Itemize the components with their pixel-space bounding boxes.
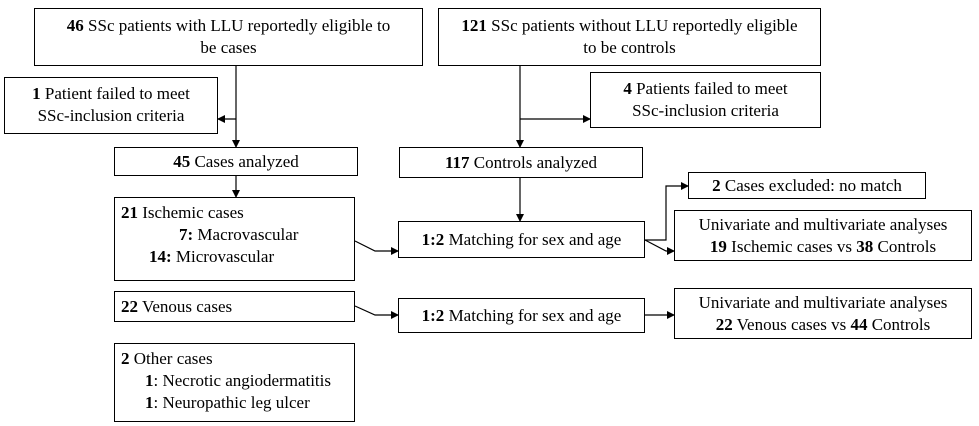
necrotic-angiodermatitis-line: 1: Necrotic angiodermatitis — [145, 371, 331, 390]
analysis-ischemic-comparison: 19 Ischemic cases vs 38 Controls — [709, 237, 937, 256]
other-cases-line: 2 Other cases — [121, 349, 213, 368]
matching-ischemic-label: Matching for sex and age — [444, 230, 622, 249]
cases-analyzed-box: 45 Cases analyzed — [114, 147, 358, 176]
macrovascular-count: 7: — [179, 225, 194, 244]
arrow-venous-to-matching — [354, 305, 399, 319]
matching-venous-ratio: 1:2 — [421, 306, 445, 325]
analysis-venous-comparison: 22 Venous cases vs 44 Controls — [715, 315, 931, 334]
excluded-controls-count: 4 — [623, 79, 632, 98]
eligible-cases-line2: be cases — [200, 38, 257, 57]
venous-cases-count: 22 — [121, 297, 138, 316]
excluded-controls-box: 4 Patients failed to meet SSc-inclusion … — [590, 72, 821, 128]
other-cases-count: 2 — [121, 349, 130, 368]
necrotic-angiodermatitis-count: 1 — [145, 371, 154, 390]
excluded-controls-line2: SSc-inclusion criteria — [632, 101, 779, 120]
neuropathic-leg-ulcer-line: 1: Neuropathic leg ulcer — [145, 393, 310, 412]
ischemic-cases-count: 21 — [121, 203, 138, 222]
eligible-controls-count: 121 — [461, 16, 487, 35]
ischemic-cases-line: 21 Ischemic cases — [121, 203, 244, 222]
no-match-label: Cases excluded: no match — [720, 176, 902, 195]
analysis-venous-title: Univariate and multivariate analyses — [698, 293, 948, 312]
eligible-controls-line1: 121 SSc patients without LLU reportedly … — [461, 16, 798, 35]
no-match-box: 2 Cases excluded: no match — [688, 172, 926, 199]
arrow-matching-to-analysis-ischemic — [644, 239, 675, 255]
microvascular-line: 14: Microvascular — [149, 247, 275, 266]
analysis-ischemic-cases-count: 19 — [709, 237, 727, 256]
eligible-cases-box: 46 SSc patients with LLU reportedly elig… — [34, 8, 423, 66]
excluded-controls-line1: 4 Patients failed to meet — [623, 79, 788, 98]
no-match-count: 2 — [712, 176, 721, 195]
matching-venous-label: Matching for sex and age — [444, 306, 622, 325]
cases-analyzed-count: 45 — [173, 152, 191, 171]
analysis-ischemic-box: Univariate and multivariate analyses 19 … — [674, 210, 972, 261]
ischemic-cases-box: 21 Ischemic cases 7: Macrovascular 14: M… — [114, 197, 355, 281]
analysis-venous-box: Univariate and multivariate analyses 22 … — [674, 288, 972, 339]
excluded-case-box: 1 Patient failed to meet SSc-inclusion c… — [4, 77, 218, 134]
analysis-venous-cases-count: 22 — [715, 315, 733, 334]
analysis-ischemic-title: Univariate and multivariate analyses — [698, 215, 948, 234]
matching-ischemic-ratio: 1:2 — [421, 230, 445, 249]
analysis-venous-controls-count: 44 — [850, 315, 868, 334]
eligible-cases-line1: 46 SSc patients with LLU reportedly elig… — [66, 16, 391, 35]
other-cases-box: 2 Other cases 1: Necrotic angiodermatiti… — [114, 343, 355, 422]
excluded-case-line2: SSc-inclusion criteria — [37, 106, 185, 125]
excluded-case-count: 1 — [32, 84, 41, 103]
matching-ischemic-box: 1:2 Matching for sex and age — [398, 221, 645, 258]
arrow-ischemic-to-matching — [354, 240, 399, 255]
neuropathic-leg-ulcer-count: 1 — [145, 393, 154, 412]
controls-analyzed-box: 117 Controls analyzed — [399, 147, 643, 178]
controls-analyzed-label: Controls analyzed — [469, 153, 598, 172]
controls-analyzed-count: 117 — [444, 153, 470, 172]
excluded-case-line1: 1 Patient failed to meet — [32, 84, 190, 103]
matching-venous-box: 1:2 Matching for sex and age — [398, 298, 645, 333]
eligible-controls-box: 121 SSc patients without LLU reportedly … — [438, 8, 821, 66]
microvascular-count: 14: — [149, 247, 172, 266]
eligible-cases-count: 46 — [66, 16, 84, 35]
analysis-ischemic-controls-count: 38 — [856, 237, 874, 256]
venous-cases-label: Venous cases — [138, 297, 233, 316]
eligible-controls-line2: to be controls — [583, 38, 676, 57]
cases-analyzed-label: Cases analyzed — [190, 152, 299, 171]
macrovascular-line: 7: Macrovascular — [179, 225, 299, 244]
venous-cases-box: 22 Venous cases — [114, 291, 355, 322]
